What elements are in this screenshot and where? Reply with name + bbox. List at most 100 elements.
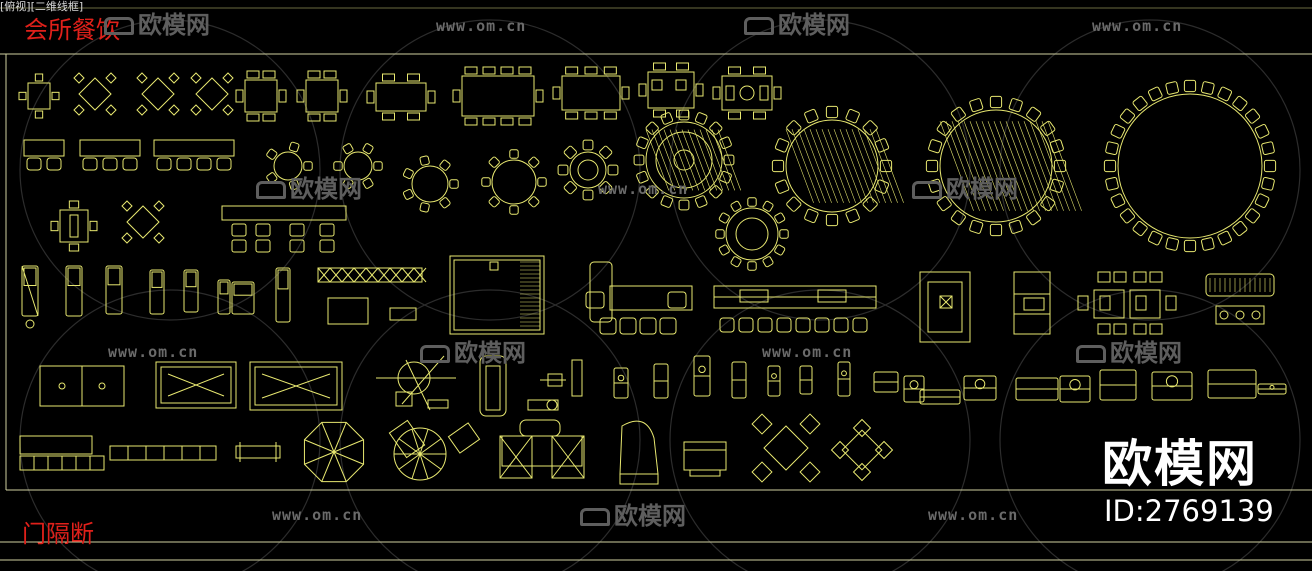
watermark-url: www.om.cn xyxy=(272,506,363,524)
fitness-equipment xyxy=(767,365,781,397)
fitness-equipment xyxy=(799,365,813,395)
sofa-logo-icon xyxy=(420,345,450,363)
fitness-equipment xyxy=(1257,383,1287,395)
fitness-equipment xyxy=(653,363,669,399)
lounge-chair xyxy=(105,265,123,315)
dining-table-6 xyxy=(552,66,630,120)
bench-set xyxy=(79,139,141,171)
watermark-brand: 欧模网 xyxy=(256,176,362,202)
grand-piano xyxy=(619,420,659,485)
lounge-chair xyxy=(217,279,231,315)
long-bar-table xyxy=(221,205,347,253)
watermark-brand: 欧模网 xyxy=(580,503,686,529)
round-table-6 xyxy=(402,155,459,213)
fitness-equipment xyxy=(1059,375,1091,403)
booth-seat xyxy=(919,271,971,343)
billiard-table xyxy=(155,361,237,409)
round-table-12 xyxy=(633,109,742,211)
sectional-sofa xyxy=(585,261,693,335)
tea-table-4 xyxy=(751,413,821,483)
sofa-logo-icon xyxy=(580,508,610,526)
banquet-table-20 xyxy=(925,95,1082,237)
square-table-4 xyxy=(50,200,98,252)
round-table-6 xyxy=(333,143,383,189)
dining-table-diamond xyxy=(190,72,234,116)
fitness-equipment xyxy=(1207,369,1257,399)
sofa-logo-icon xyxy=(912,181,942,199)
fitness-equipment xyxy=(1099,369,1137,401)
fitness-equipment xyxy=(837,361,851,397)
bench-set xyxy=(153,139,235,171)
dining-table-diamond xyxy=(136,72,180,116)
section-title-door-partition: 门隔断 xyxy=(22,520,94,548)
dining-table-4 xyxy=(296,70,348,122)
dining-table-6 xyxy=(712,66,782,120)
lounge-chair xyxy=(275,267,291,323)
watermark-url: www.om.cn xyxy=(598,180,689,198)
fitness-equipment xyxy=(613,367,629,399)
watermark-url: www.om.cn xyxy=(1092,17,1183,35)
round-table-8 xyxy=(557,139,619,201)
banquet-table-16 xyxy=(771,105,904,227)
lounge-chair xyxy=(183,269,199,313)
lounge-chair xyxy=(65,265,83,317)
banquet-table-28 xyxy=(1103,79,1277,253)
drawing-frame xyxy=(0,7,1312,561)
watermark-brand: 欧模网 xyxy=(104,12,210,38)
treadmill xyxy=(479,355,507,417)
dining-table-4 xyxy=(235,70,287,122)
watermark-brand: 欧模网 xyxy=(912,176,1018,202)
dining-set-2x4 xyxy=(1077,271,1177,335)
side-cabinet xyxy=(1013,271,1051,335)
square-table-diamond xyxy=(121,200,165,244)
fitness-equipment xyxy=(873,371,899,393)
fitness-equipment xyxy=(963,375,997,401)
tea-table-cross xyxy=(830,418,894,482)
fitness-equipment xyxy=(731,361,747,399)
round-table-8 xyxy=(481,149,547,215)
sofa-strip xyxy=(317,267,427,325)
tea-set xyxy=(499,419,585,479)
waiting-chairs xyxy=(19,435,105,471)
watermark-url: www.om.cn xyxy=(928,506,1019,524)
watermark-url: www.om.cn xyxy=(108,343,199,361)
watermark-brand: 欧模网 xyxy=(1076,340,1182,366)
sofa-logo-icon xyxy=(104,17,134,35)
round-table-10 xyxy=(715,197,789,271)
watermark-brand: 欧模网 xyxy=(744,12,850,38)
dining-table-diamond xyxy=(73,72,117,116)
watermark-brand: 欧模网 xyxy=(420,340,526,366)
lounge-chair xyxy=(149,269,165,315)
gym-equipment xyxy=(376,355,456,411)
parasol xyxy=(303,421,365,483)
parasol-lounger xyxy=(388,419,481,481)
bench-set xyxy=(23,139,65,171)
bench-small xyxy=(235,442,281,462)
lounge-chair xyxy=(21,265,39,329)
bench-row xyxy=(109,445,217,461)
fitness-equipment xyxy=(1015,377,1059,401)
viewport-label[interactable]: [俯视][二维线框] xyxy=(0,0,84,13)
brand-overlay-name: 欧模网 xyxy=(1102,435,1258,493)
fitness-equipment xyxy=(919,389,961,405)
lounge-chair xyxy=(231,281,255,315)
brand-overlay-id: ID:2769139 xyxy=(1104,494,1274,528)
fitness-equipment xyxy=(1151,371,1193,401)
ping-pong-table xyxy=(39,365,125,407)
dining-table-4 xyxy=(366,73,436,121)
watermark-url: www.om.cn xyxy=(436,17,527,35)
bar-counter xyxy=(1205,273,1275,325)
sofa-logo-icon xyxy=(744,17,774,35)
sofa-logo-icon xyxy=(256,181,286,199)
exercise-bench xyxy=(527,359,583,411)
billiard-table xyxy=(249,361,343,411)
sofa-logo-icon xyxy=(1076,345,1106,363)
dining-table-8 xyxy=(452,66,544,126)
dining-table-2 xyxy=(18,73,60,119)
kitchen-counter xyxy=(449,255,545,335)
fitness-equipment xyxy=(693,355,711,397)
stage-platform xyxy=(683,441,727,477)
fitness-equipment xyxy=(903,375,925,403)
watermark-url: www.om.cn xyxy=(762,343,853,361)
